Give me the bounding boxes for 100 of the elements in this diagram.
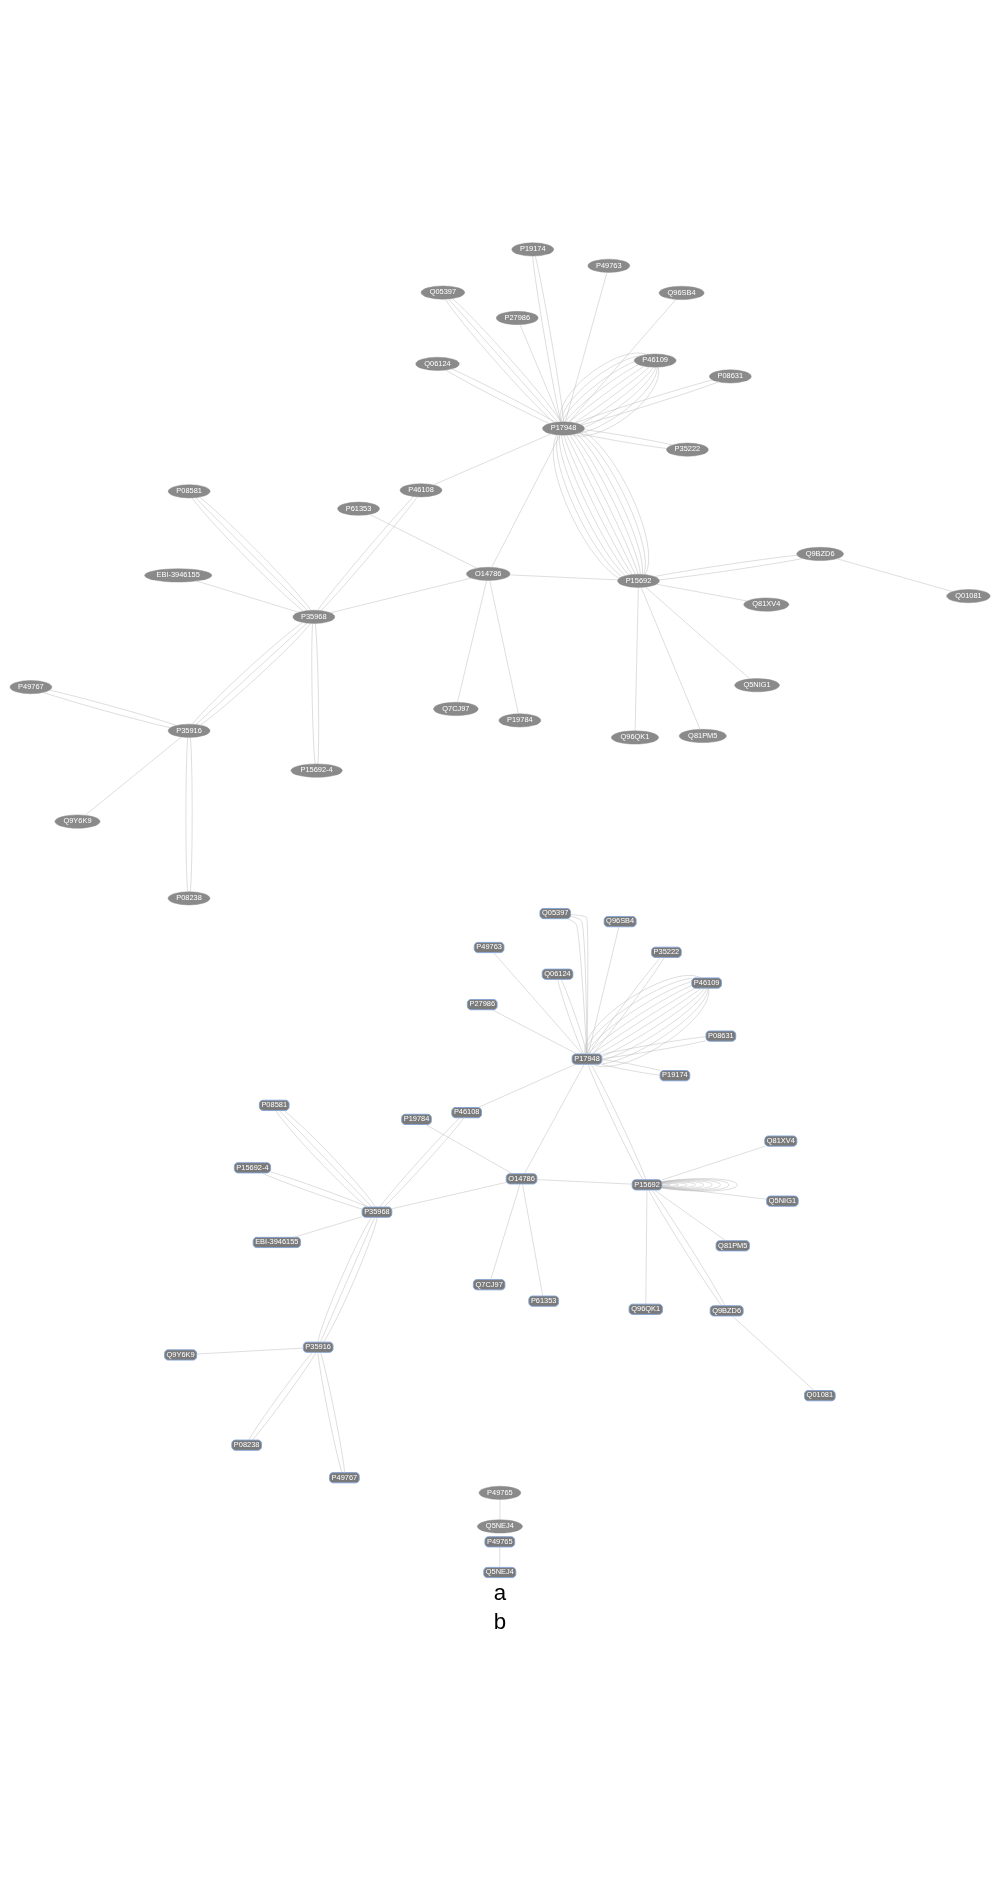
connector xyxy=(519,324,561,423)
node-ellipse: Q9BZD6 xyxy=(796,547,844,561)
node-ellipse: Q81XV4 xyxy=(743,597,790,612)
node-box: Q06124 xyxy=(541,968,574,980)
connector xyxy=(661,1186,767,1200)
node-ellipse: P49767 xyxy=(9,680,53,694)
node-box: P08238 xyxy=(231,1439,262,1451)
node-box: P35968 xyxy=(361,1206,393,1218)
connector xyxy=(84,736,182,816)
connector xyxy=(330,577,472,614)
connector xyxy=(574,379,713,424)
connector xyxy=(634,587,639,731)
connector xyxy=(584,429,673,446)
node-box: Q81PM5 xyxy=(715,1240,750,1252)
connector xyxy=(645,586,751,680)
label: a xyxy=(493,1579,507,1605)
node-ellipse: Q81PM5 xyxy=(678,729,727,743)
connector xyxy=(661,1179,721,1190)
connector xyxy=(565,272,608,423)
connector xyxy=(641,587,701,730)
connector xyxy=(601,1040,707,1059)
node-box: P17948 xyxy=(571,1053,603,1065)
node-ellipse: P15692-4 xyxy=(290,763,343,778)
connector xyxy=(293,1216,363,1238)
node-ellipse: Q06124 xyxy=(415,357,460,371)
connector xyxy=(732,1315,815,1391)
node-ellipse: P61353 xyxy=(337,501,380,516)
connector xyxy=(425,1124,513,1174)
node-box: Q81XV4 xyxy=(764,1135,798,1147)
node-box: P19784 xyxy=(401,1113,432,1125)
node-ellipse: Q05397 xyxy=(420,285,465,300)
connector xyxy=(522,1183,543,1297)
node-box: P46109 xyxy=(691,977,722,989)
node-ellipse: P08238 xyxy=(167,891,211,906)
node-box: P15692-4 xyxy=(233,1162,272,1174)
node-ellipse: EBI-3946155 xyxy=(144,568,212,583)
node-box: Q5NEJ4 xyxy=(483,1566,517,1579)
connector xyxy=(661,1181,704,1189)
connector xyxy=(433,433,552,486)
node-ellipse: Q7CJ97 xyxy=(433,702,479,716)
node-ellipse: Q5NIG1 xyxy=(734,678,780,693)
node-box: Q9Y6K9 xyxy=(164,1349,198,1361)
node-box: Q96SB4 xyxy=(603,916,637,928)
node-ellipse: Q9Y6K9 xyxy=(54,814,101,829)
connector xyxy=(457,580,487,703)
connector xyxy=(601,1059,661,1071)
connector xyxy=(491,1009,578,1055)
node-box: P35916 xyxy=(302,1341,334,1353)
node-box: P08581 xyxy=(258,1099,290,1111)
connector xyxy=(491,434,561,568)
connector xyxy=(601,1036,707,1055)
connector xyxy=(581,381,719,426)
node-box: P08631 xyxy=(705,1030,737,1042)
connector xyxy=(509,574,618,581)
connector xyxy=(661,1180,713,1190)
node-box: Q96QK1 xyxy=(628,1303,663,1315)
connector xyxy=(578,432,667,449)
connector xyxy=(661,1183,671,1186)
connector xyxy=(661,1145,766,1181)
node-box: P46108 xyxy=(451,1107,483,1119)
connector xyxy=(661,1179,730,1191)
node-ellipse: P19174 xyxy=(511,242,554,257)
label: b xyxy=(493,1608,507,1634)
node-ellipse: P49763 xyxy=(587,258,630,273)
node-ellipse: Q96QK1 xyxy=(611,730,659,745)
node-box: P49767 xyxy=(329,1472,360,1484)
node-ellipse: O14786 xyxy=(466,567,511,581)
connector xyxy=(43,692,171,728)
connector xyxy=(661,1181,696,1188)
node-ellipse: Q96SB4 xyxy=(658,286,705,300)
node-box: Q5NIG1 xyxy=(766,1195,799,1207)
node-ellipse: P46108 xyxy=(399,483,443,498)
node-box: P15692 xyxy=(631,1179,663,1191)
node-box: O14786 xyxy=(505,1173,538,1185)
node-ellipse: Q5NEJ4 xyxy=(477,1519,523,1534)
node-ellipse: P15692 xyxy=(617,574,660,588)
connector xyxy=(493,952,583,1055)
node-ellipse: P35968 xyxy=(292,610,335,624)
node-ellipse: P27986 xyxy=(496,311,539,325)
connector xyxy=(477,1063,576,1108)
node-ellipse: P46109 xyxy=(634,353,677,368)
node-ellipse: P19784 xyxy=(498,713,541,728)
connector xyxy=(49,689,177,726)
node-box: P27986 xyxy=(466,999,498,1011)
connector xyxy=(661,1178,738,1192)
node-box: P49763 xyxy=(473,941,505,954)
connector xyxy=(196,580,300,613)
node-box: Q9BZD6 xyxy=(709,1305,744,1317)
node-box: Q05397 xyxy=(539,908,572,920)
connector xyxy=(654,554,798,577)
connector xyxy=(836,558,953,592)
node-box: EBI-3946155 xyxy=(252,1236,301,1249)
node-box: P49765 xyxy=(484,1536,516,1548)
node-box: P35222 xyxy=(651,946,682,958)
connector xyxy=(661,1182,688,1188)
connector xyxy=(654,1189,726,1241)
connector xyxy=(369,514,478,569)
node-box: Q7CJ97 xyxy=(472,1279,506,1291)
node-ellipse: P35222 xyxy=(666,442,709,457)
node-ellipse: P08581 xyxy=(168,484,211,499)
